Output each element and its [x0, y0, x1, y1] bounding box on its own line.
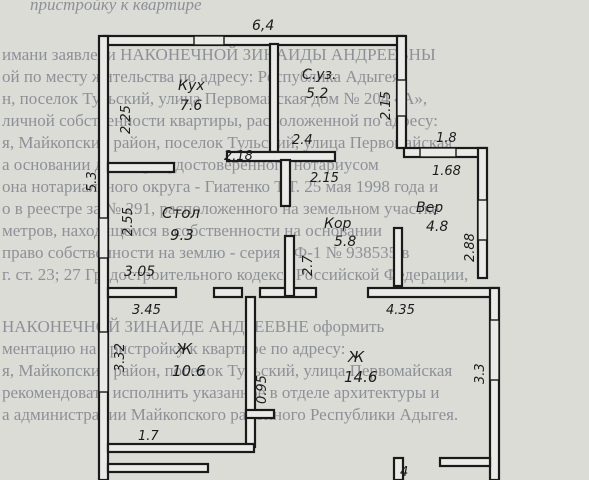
wall-bottom-right — [438, 456, 492, 468]
dim-bedroom2-top: 4.35 — [386, 303, 415, 318]
document-line: я, Майкопский район, поселок Тульский, у… — [2, 133, 452, 152]
dim-corridor-mid: 2.7 — [301, 255, 316, 276]
wall-kitchen-bottom — [106, 161, 176, 174]
document-line: ментацию на пристройку к квартире по адр… — [2, 339, 345, 358]
document-line: а администрации Майкопского районного Ре… — [2, 405, 458, 424]
dim-bath-bottom: 2.4 — [292, 133, 313, 148]
window-verandah-top — [419, 147, 457, 158]
dim-corridor-top: 2.15 — [310, 171, 339, 186]
dim-verandah-right: 2.88 — [463, 233, 478, 262]
wall-bedroom1-top-mid — [212, 286, 244, 299]
document-line: рекомендовать исполнить указанное в отде… — [2, 383, 440, 402]
room-area-bedroom1: 10.6 — [172, 362, 205, 380]
dim-verandah-bottom: 1.68 — [432, 164, 461, 179]
wall-closet — [244, 408, 276, 420]
room-name-verandah: Вер — [416, 200, 443, 216]
dim-closet-height: 0.95 — [255, 375, 270, 404]
room-name-bedroom1: Ж — [175, 340, 193, 358]
wall-between-bedrooms — [244, 295, 257, 449]
dim-closet-width: 1.7 — [138, 429, 159, 444]
dim-bedroom2-right: 3.3 — [473, 363, 488, 384]
room-name-kitchen: Кух — [178, 78, 205, 94]
dim-kitchen-bottom: 2.18 — [224, 149, 253, 164]
document-line: НАКОНЕЧНОЙ ЗИНАИДЕ АНДРЕЕВНЕ оформить — [2, 317, 385, 336]
wall-stub-corridor — [279, 158, 292, 208]
wall-bedroom1-bottom — [106, 442, 256, 454]
document-text-block: пристройку к квартире имани заявлени НАК… — [2, 0, 468, 424]
wall-bottom-stub — [392, 456, 405, 480]
room-name-corridor: Кор — [324, 216, 352, 232]
room-labels: Кух 7.6 С.уз. 5.2 Стол 9.3 Кор 5.8 Вер 4… — [162, 67, 448, 386]
room-name-bath: С.уз. — [302, 67, 336, 83]
window-dining — [98, 217, 109, 259]
document-line: н, поселок Тульский, улица Первомайская … — [2, 89, 427, 108]
document-line: имани заявлени НАКОНЕЧНОЙ ЗИНАИДЫ АНДРЕЕ… — [2, 45, 436, 64]
dim-dining-bottom: 3.05 — [124, 264, 155, 280]
dim-verandah-top: 1.8 — [436, 131, 457, 146]
document-line: я, Майкопский район, поселок Тульский, у… — [2, 361, 452, 380]
outer-wall-bedroom2-right — [488, 286, 501, 480]
room-area-kitchen: 7.6 — [180, 98, 202, 114]
dim-dining-left: 2.55 — [121, 207, 136, 236]
window-bedroom2 — [489, 319, 500, 381]
wall-corridor-right — [392, 226, 404, 288]
dim-bottom-mark: 4 — [400, 465, 408, 480]
windows — [98, 35, 500, 393]
window-verandah — [477, 199, 488, 241]
window-bath — [396, 79, 407, 117]
room-area-verandah: 4.8 — [426, 219, 448, 235]
dim-top-width: 6,4 — [252, 18, 274, 34]
room-area-bedroom2: 14.6 — [344, 368, 377, 386]
room-area-bath: 5.2 — [306, 86, 328, 102]
dim-kitchen-left: 2.25 — [119, 105, 134, 134]
wall-bedroom2-top — [366, 286, 500, 299]
room-area-corridor: 5.8 — [334, 234, 356, 250]
window-bedroom1 — [98, 331, 109, 393]
room-area-dining: 9.3 — [170, 226, 194, 244]
dim-left-total: 5.3 — [85, 171, 100, 192]
dim-bedroom1-top: 3.45 — [132, 303, 161, 318]
document-line: личной собственности квартиры, расположе… — [2, 111, 438, 130]
dimension-labels: 6,4 5.3 2.25 2.15 2.4 1.8 1.68 2.18 2.15… — [85, 18, 488, 480]
document-line: пристройку к квартире — [30, 0, 202, 14]
room-name-bedroom2: Ж — [347, 348, 365, 366]
room-name-dining: Стол — [162, 204, 200, 222]
wall-kitchen-bath — [268, 42, 280, 154]
wall-bedroom1-top-left — [106, 286, 178, 299]
dim-bath-right: 2.15 — [379, 91, 394, 120]
document-line: г. ст. 23; 27 Градостроительного кодекса… — [2, 265, 468, 284]
outer-wall-top — [102, 34, 406, 47]
dim-bedroom1-left: 3.32 — [113, 343, 128, 372]
document-line: она нотариального округа - Гиатенко Т.Т.… — [2, 177, 438, 196]
document-line: о в реестре за № 291, расположенного на … — [2, 199, 439, 218]
wall-stub-dining — [283, 234, 296, 298]
wall-bottom-strip — [106, 462, 210, 474]
window-kitchen — [193, 35, 225, 46]
